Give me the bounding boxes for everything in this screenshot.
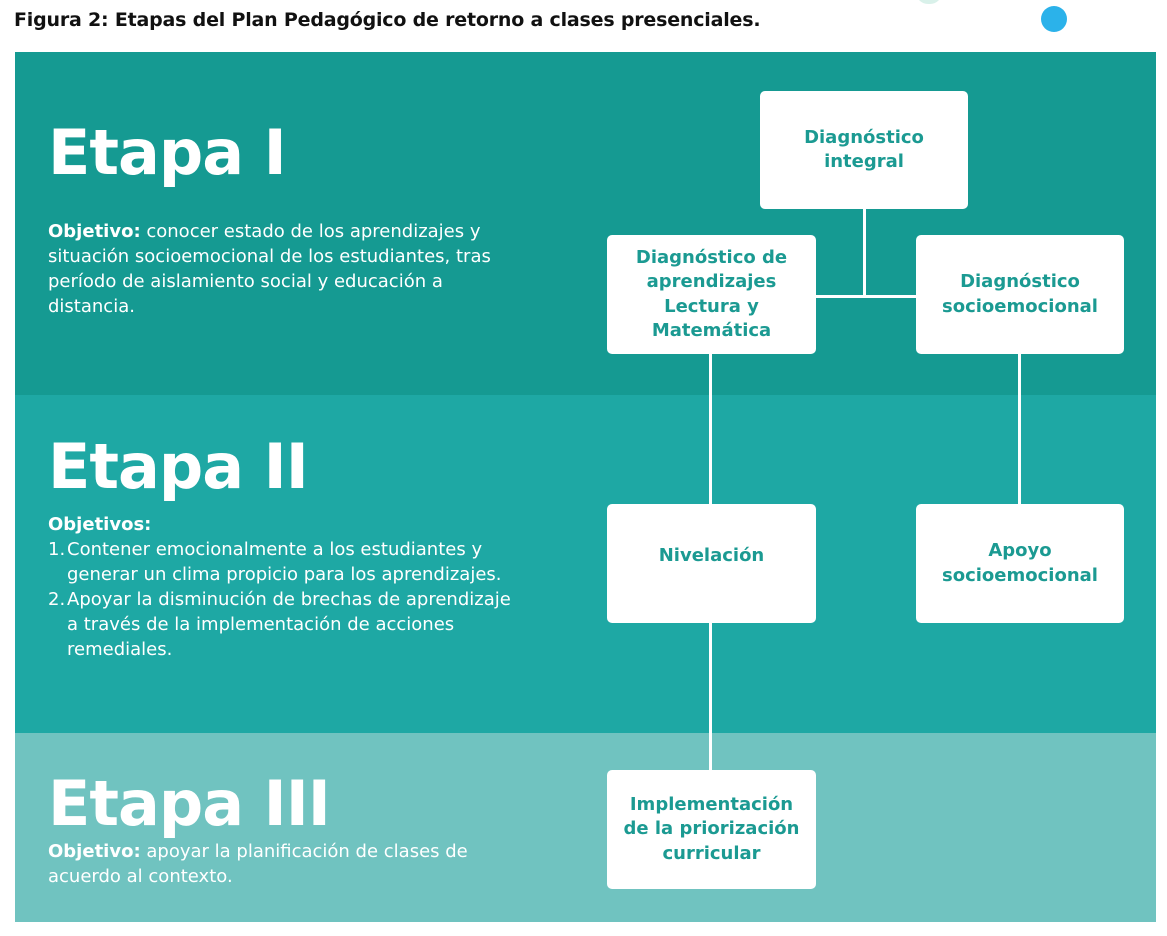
- stage-3-title: Etapa III: [48, 767, 331, 840]
- objective-text: Apoyar la disminución de brechas de apre…: [67, 589, 511, 660]
- stage-2-objective-list: 1.Contener emocionalmente a los estudian…: [48, 537, 523, 662]
- box-diagnostico-integral: Diagnóstico integral: [760, 91, 968, 209]
- box-label: Implementación de la priorización curric…: [623, 793, 800, 864]
- stage-1-objective-text: conocer estado de los aprendizajes y sit…: [48, 221, 491, 317]
- connector-aprendizajes-nivelacion: [709, 352, 712, 507]
- box-label: Apoyo socioemocional: [942, 540, 1098, 586]
- box-diagnostico-socioemocional: Diagnóstico socioemocional: [916, 235, 1124, 354]
- box-diagnostico-aprendizajes: Diagnóstico de aprendizajes Lectura y Ma…: [607, 235, 816, 354]
- stage-1-title: Etapa I: [48, 116, 287, 189]
- connector-integral-down: [863, 208, 866, 298]
- objective-number: 2.: [48, 589, 66, 610]
- stage-2-objectives: Objetivos: 1.Contener emocionalmente a l…: [48, 512, 523, 662]
- stage-3-objective-text: apoyar la planificación de clases de acu…: [48, 841, 468, 887]
- stage-2-title: Etapa II: [48, 430, 309, 503]
- stage-3-band: [15, 733, 1156, 922]
- stage-2-objective-item: 1.Contener emocionalmente a los estudian…: [48, 537, 523, 587]
- box-label: Diagnóstico integral: [804, 126, 924, 173]
- box-apoyo-socioemocional: Apoyo socioemocional: [916, 504, 1124, 623]
- decorative-dot-blue: [1041, 6, 1067, 32]
- box-label: Nivelación: [658, 545, 765, 567]
- box-label: Diagnóstico de aprendizajes Lectura y Ma…: [635, 246, 788, 342]
- objective-text: Contener emocionalmente a los estudiante…: [67, 539, 502, 585]
- stage-2-objective-item: 2.Apoyar la disminución de brechas de ap…: [48, 587, 523, 662]
- stage-1-objective-label: Objetivo:: [48, 221, 141, 242]
- box-label: Diagnóstico socioemocional: [942, 271, 1098, 317]
- stage-2-objective-label: Objetivos:: [48, 514, 152, 535]
- connector-nivelacion-priorizacion: [709, 621, 712, 772]
- decorative-dot-green: [916, 0, 942, 4]
- connector-socioemocional-apoyo: [1018, 352, 1021, 507]
- connector-horizontal: [814, 295, 918, 298]
- figure-title: Figura 2: Etapas del Plan Pedagógico de …: [14, 9, 761, 31]
- stage-3-objective: Objetivo: apoyar la planificación de cla…: [48, 839, 523, 889]
- objective-number: 1.: [48, 539, 66, 560]
- box-priorizacion-curricular: Implementación de la priorización curric…: [607, 770, 816, 889]
- stage-3-objective-label: Objetivo:: [48, 841, 141, 862]
- box-nivelacion: Nivelación: [607, 504, 816, 623]
- stage-1-objective: Objetivo: conocer estado de los aprendiz…: [48, 219, 523, 319]
